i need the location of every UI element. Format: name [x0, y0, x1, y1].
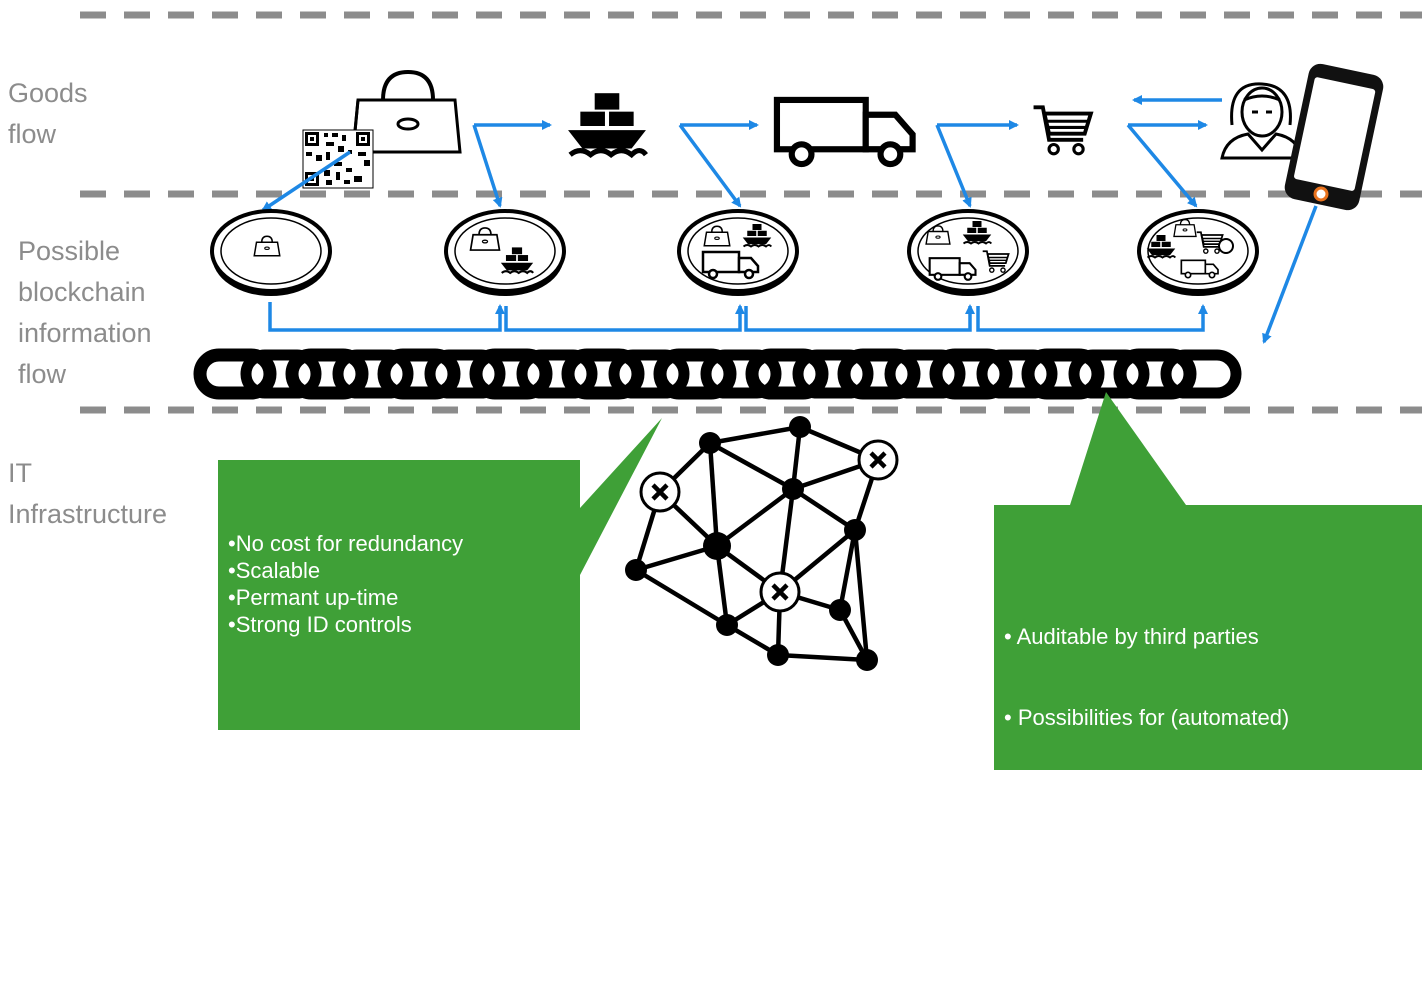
row-label-line: Infrastructure	[8, 499, 168, 529]
arrow	[261, 150, 351, 212]
chain-link	[653, 348, 737, 400]
chain-link	[424, 349, 506, 399]
failed-mark-icon	[869, 451, 887, 469]
row-label-line: flow	[8, 119, 57, 149]
network-node	[716, 614, 738, 636]
chain-icon	[193, 348, 1242, 400]
network-node	[789, 416, 811, 438]
arrow	[1262, 205, 1318, 344]
coin-icon	[1137, 209, 1259, 298]
chain-link	[700, 349, 782, 399]
arrow	[472, 124, 503, 208]
chain-link	[792, 349, 874, 399]
network-edge	[837, 529, 858, 611]
callout-item: •Scalable	[228, 558, 321, 583]
row-label-line: IT	[8, 458, 32, 488]
row-label-goods-flow: Goods flow	[8, 73, 88, 155]
row-label-line: blockchain	[18, 277, 146, 307]
callout-right-shape	[994, 392, 1422, 770]
chain-link	[929, 348, 1013, 400]
arrow	[935, 124, 972, 208]
chain-link	[1068, 349, 1150, 399]
coin-icon	[677, 209, 799, 298]
network-node	[699, 432, 721, 454]
callout-item: etc.	[1004, 867, 1040, 892]
callout-item: • Auditable by third parties	[1004, 624, 1259, 649]
row-label-blockchain: Possible blockchain information flow	[18, 231, 152, 395]
failed-mark-icon	[651, 483, 669, 501]
callout-right: • Auditable by third parties • Possibili…	[1004, 569, 1305, 1001]
row-label-line: information	[18, 318, 152, 348]
dividers	[80, 11, 1422, 414]
cargo-ship-icon	[568, 93, 646, 155]
chain-link	[332, 349, 414, 399]
connector	[268, 302, 505, 332]
chain-link	[469, 348, 553, 400]
network-edge	[708, 441, 795, 491]
network-edge	[635, 543, 718, 573]
coin-icon	[907, 209, 1029, 298]
network-edge	[852, 529, 870, 661]
chain-link	[608, 349, 690, 399]
arrow	[1126, 123, 1198, 208]
row-label-infrastructure: IT Infrastructure	[8, 453, 167, 535]
callout-item: • Transparency	[1004, 948, 1152, 973]
truck-icon	[777, 100, 913, 164]
network-edge	[777, 652, 868, 663]
callout-item: •No cost for redundancy	[228, 531, 464, 556]
connector	[744, 304, 975, 332]
chain-link	[1160, 349, 1242, 399]
network-icon	[625, 416, 899, 671]
network-edge	[707, 442, 720, 547]
chain-link	[240, 349, 322, 399]
network-node	[625, 559, 647, 581]
chain-link	[1021, 348, 1105, 400]
chain-link	[193, 348, 277, 400]
arrow	[678, 123, 742, 208]
chain-link	[561, 348, 645, 400]
chain-link	[377, 348, 461, 400]
chain-link	[884, 349, 966, 399]
network-node	[767, 644, 789, 666]
network-edge	[709, 424, 801, 446]
callout-item: •Strong ID controls	[228, 612, 412, 637]
chain-link	[516, 349, 598, 399]
row-label-line: Possible	[18, 236, 121, 266]
coin-icon	[210, 209, 332, 298]
network-node	[782, 478, 804, 500]
failed-mark-icon	[771, 583, 789, 601]
coin-connectors	[268, 302, 1208, 332]
callout-left-shape	[218, 418, 662, 730]
goods-arrows	[261, 95, 1318, 344]
row-label-line: flow	[18, 359, 67, 389]
row-label-line: Goods	[8, 78, 88, 108]
coin-icon	[444, 209, 566, 298]
chain-link	[285, 348, 369, 400]
connector	[504, 304, 745, 332]
callout-item: • Possibilities for (automated)	[1004, 705, 1290, 730]
chain-link	[837, 348, 921, 400]
network-node	[856, 649, 878, 671]
smartphone-icon	[1284, 63, 1384, 211]
callout-left: •No cost for redundancy •Scalable •Perma…	[228, 530, 463, 638]
chain-link	[745, 348, 829, 400]
network-edge	[791, 487, 857, 532]
network-node	[703, 532, 731, 560]
shopping-cart-icon	[1034, 107, 1091, 154]
callout-item: •Permant up-time	[228, 585, 399, 610]
callout-item: finance, customs, optimization,	[1004, 786, 1305, 811]
network-edge	[634, 568, 729, 627]
network-node	[844, 519, 866, 541]
network-node	[829, 599, 851, 621]
chain-link	[1113, 348, 1197, 400]
network-edge	[715, 487, 795, 548]
customer-icon	[1220, 82, 1304, 160]
diagram-canvas	[80, 11, 1422, 770]
chain-link	[976, 349, 1058, 399]
connector	[976, 304, 1208, 332]
